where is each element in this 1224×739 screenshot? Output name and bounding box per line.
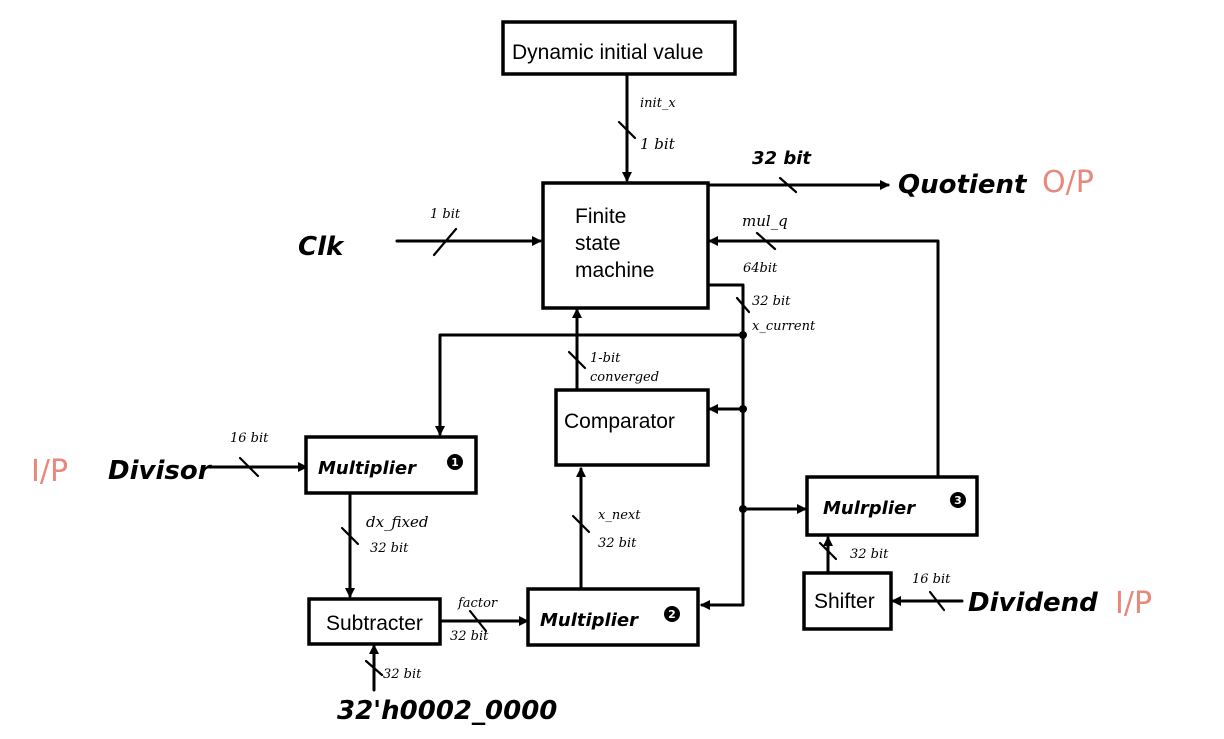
signal-annotations: init_x 1 bit 32 bit 1 bit mul_q 64bit 32… <box>230 96 951 682</box>
converged-width-label: 1-bit <box>590 351 621 366</box>
junctions <box>739 331 747 513</box>
bus-tick <box>617 120 637 140</box>
shifter-label: Shifter <box>814 590 875 613</box>
clk-width-label: 1 bit <box>430 207 461 222</box>
quotient-port-label: Quotient <box>898 170 1028 200</box>
bus-tick <box>755 231 777 251</box>
clk-port-label: Clk <box>298 232 345 262</box>
multiplier-2-block: Multiplier 2 <box>526 587 700 647</box>
bus-tick <box>340 526 360 546</box>
multiplier-1-badge <box>447 454 463 470</box>
wire-mul-q <box>708 236 940 477</box>
fsm-label-line1: Finite <box>575 205 626 228</box>
x-next-width-label: 32 bit <box>598 536 637 551</box>
bus-tick <box>432 227 458 257</box>
multiplier-3-label: Mulrplier <box>823 498 916 519</box>
junction-dot <box>739 505 747 513</box>
converged-label: converged <box>590 370 659 385</box>
wire-x-current-bus <box>700 283 745 610</box>
bus-tick <box>364 659 384 677</box>
dividend-width-label: 16 bit <box>912 572 951 587</box>
io-tags: O/P I/P I/P <box>31 165 1152 621</box>
input-tag-left: I/P <box>31 454 68 489</box>
fsm-label-line2: state <box>575 232 621 255</box>
mul-q-width-label: 64bit <box>743 261 778 276</box>
bus-tick <box>238 456 260 478</box>
input-tag-right: I/P <box>1115 586 1152 621</box>
multiplier-3-badge <box>950 492 966 508</box>
ports: Clk Divisor Quotient Dividend 32'h0002_0… <box>108 170 1098 726</box>
dynamic-initial-value-block: Dynamic initial value <box>501 20 737 76</box>
mul-q-label: mul_q <box>742 212 788 230</box>
bus-tick <box>468 609 488 633</box>
multiplier-3-block: Mulrplier 3 <box>805 475 979 537</box>
multiplier-2-badge <box>664 606 680 622</box>
factor-label: factor <box>457 596 498 611</box>
multiplier-1-label: Multiplier <box>318 458 417 479</box>
init-x-label: init_x <box>640 96 676 111</box>
finite-state-machine-block: Finite state machine <box>541 181 710 310</box>
dividend-port-label: Dividend <box>968 588 1098 618</box>
x-current-label: x_current <box>752 319 816 334</box>
factor-width-label: 32 bit <box>450 629 489 644</box>
bus-tick <box>571 514 591 534</box>
multiplier-2-badge-number: 2 <box>668 608 676 621</box>
dynamic-initial-value-label: Dynamic initial value <box>512 41 703 64</box>
multiplier-3-badge-number: 3 <box>954 494 962 507</box>
init-x-width-label: 1 bit <box>640 135 676 153</box>
bus-tick <box>735 296 751 314</box>
output-tag: O/P <box>1042 165 1094 200</box>
constant-port-label: 32'h0002_0000 <box>337 696 557 726</box>
divisor-port-label: Divisor <box>108 456 213 486</box>
bus-tick <box>778 176 798 194</box>
fsm-label-line3: machine <box>575 259 654 282</box>
bus-tick <box>928 590 946 612</box>
dx-fixed-width-label: 32 bit <box>370 541 409 556</box>
subtracter-label: Subtracter <box>326 612 423 635</box>
shifter-out-width-label: 32 bit <box>850 547 889 562</box>
wire-x-current-to-m1 <box>435 333 745 436</box>
divisor-width-label: 16 bit <box>230 431 269 446</box>
bus-tick <box>567 350 587 370</box>
bus-tick <box>818 541 838 561</box>
multiplier-1-badge-number: 1 <box>451 456 459 469</box>
subtracter-block: Subtracter <box>307 597 442 646</box>
multiplier-2-label: Multiplier <box>540 610 639 631</box>
bus-ticks <box>238 120 946 677</box>
comparator-label: Comparator <box>564 410 675 433</box>
junction-dot <box>739 405 747 413</box>
dx-fixed-label: dx_fixed <box>366 513 429 531</box>
junction-dot <box>739 331 747 339</box>
shifter-block: Shifter <box>802 571 893 631</box>
comparator-block: Comparator <box>554 388 710 467</box>
x-current-width-label: 32 bit <box>752 294 791 309</box>
quotient-width-label: 32 bit <box>752 148 812 169</box>
multiplier-1-block: Multiplier 1 <box>304 435 478 495</box>
x-next-label: x_next <box>598 508 641 523</box>
constant-width-label: 32 bit <box>383 667 422 682</box>
